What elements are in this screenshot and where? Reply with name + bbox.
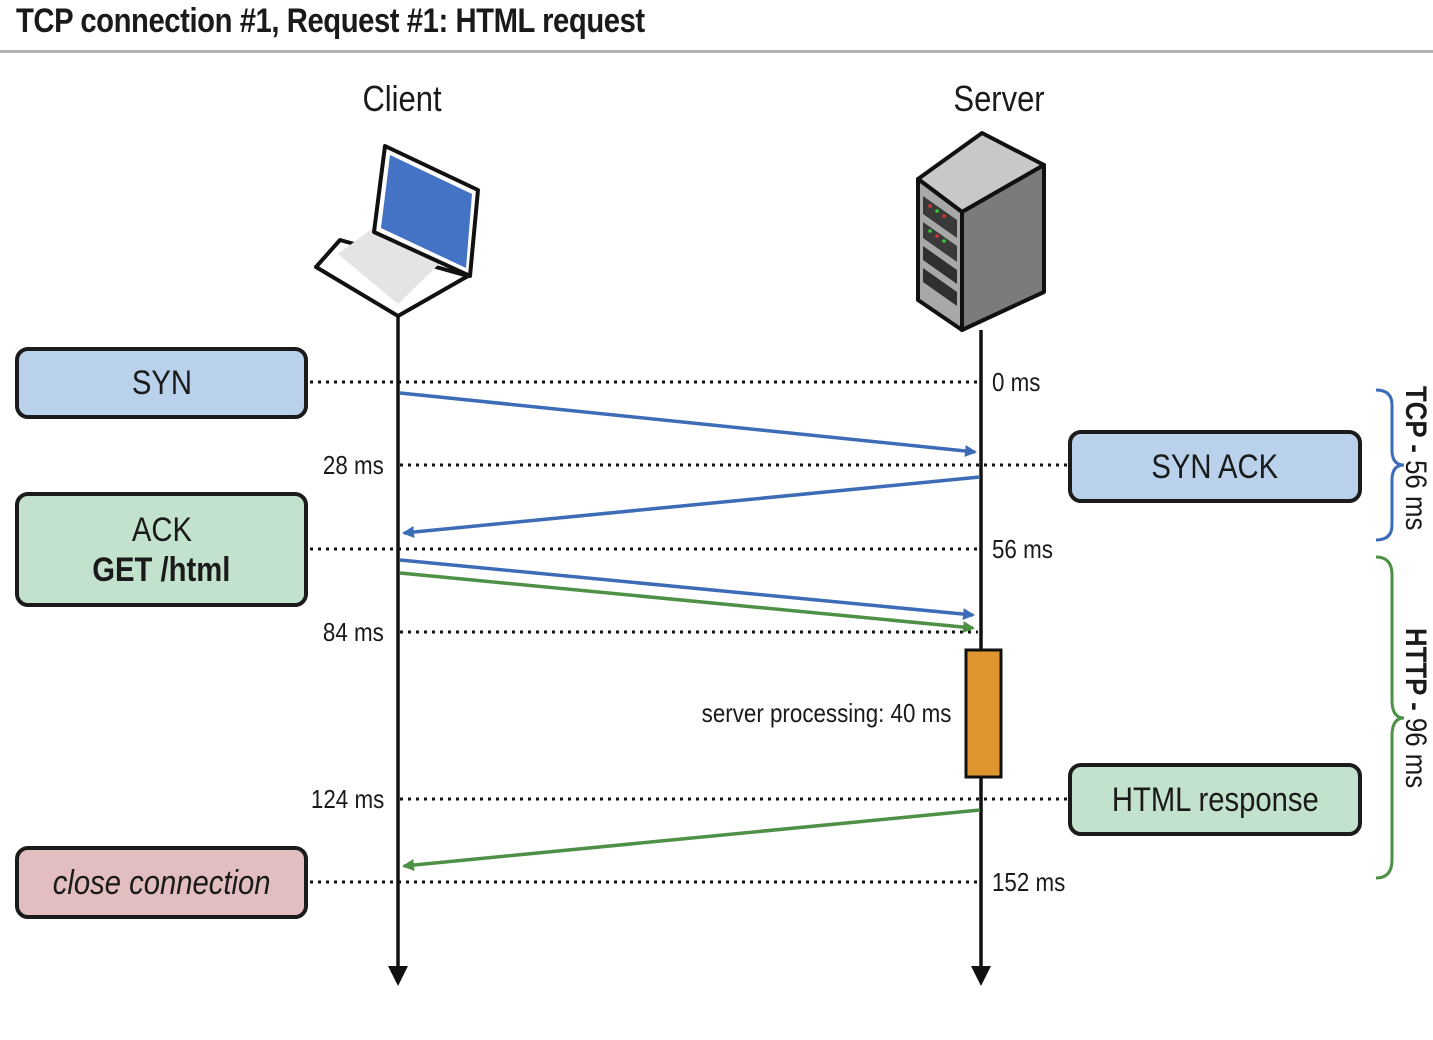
time-label-28ms: 28 ms bbox=[323, 450, 384, 480]
close-connection-label: close connection bbox=[52, 863, 271, 902]
html-response-arrow bbox=[402, 808, 981, 872]
ack-label: ACK bbox=[131, 510, 192, 549]
html-response-label: HTML response bbox=[1111, 780, 1319, 819]
server-processing-bar bbox=[964, 648, 1003, 779]
server-icon bbox=[916, 131, 1046, 332]
http-phase-duration: 96 ms bbox=[1399, 717, 1432, 789]
syn-ack-arrow bbox=[402, 475, 981, 539]
http-phase-name: HTTP bbox=[1399, 628, 1432, 695]
server-lifeline-arrowhead bbox=[971, 966, 991, 986]
laptop-screen bbox=[381, 155, 472, 268]
http-phase-brace bbox=[1375, 555, 1405, 880]
syn-box: SYN bbox=[15, 347, 308, 419]
time-label-0ms: 0 ms bbox=[992, 367, 1041, 397]
syn-ack-label: SYN ACK bbox=[1151, 447, 1279, 486]
syn-ack-box: SYN ACK bbox=[1068, 430, 1362, 503]
time-label-152ms: 152 ms bbox=[992, 867, 1066, 897]
http-phase-label: HTTP - 96 ms bbox=[1398, 628, 1432, 788]
get-html-label: GET /html bbox=[92, 550, 231, 589]
http-phase-separator: - bbox=[1399, 694, 1432, 718]
html-response-box: HTML response bbox=[1068, 763, 1362, 836]
tcp-phase-label: TCP - 56 ms bbox=[1398, 386, 1432, 530]
client-lifeline-arrowhead bbox=[388, 966, 408, 986]
tcp-phase-brace bbox=[1375, 388, 1405, 542]
syn-label: SYN bbox=[131, 364, 192, 402]
title-divider bbox=[0, 50, 1433, 53]
ack-get-box: ACK GET /html bbox=[15, 492, 308, 607]
tcp-phase-name: TCP bbox=[1399, 386, 1432, 438]
time-label-84ms: 84 ms bbox=[323, 617, 384, 647]
tcp-phase-duration: 56 ms bbox=[1399, 460, 1432, 531]
get-request-arrow bbox=[399, 571, 975, 634]
laptop-icon bbox=[314, 144, 480, 318]
close-connection-box: close connection bbox=[15, 846, 308, 919]
time-label-124ms: 124 ms bbox=[310, 784, 384, 814]
time-label-56ms: 56 ms bbox=[992, 534, 1053, 564]
diagram-title: TCP connection #1, Request #1: HTML requ… bbox=[16, 2, 645, 40]
syn-arrow bbox=[399, 391, 977, 457]
ack-arrow bbox=[399, 558, 975, 621]
tcp-phase-separator: - bbox=[1399, 437, 1432, 461]
server-label: Server bbox=[953, 78, 1045, 119]
server-processing-label: server processing: 40 ms bbox=[701, 698, 951, 728]
client-label: Client bbox=[362, 78, 442, 119]
